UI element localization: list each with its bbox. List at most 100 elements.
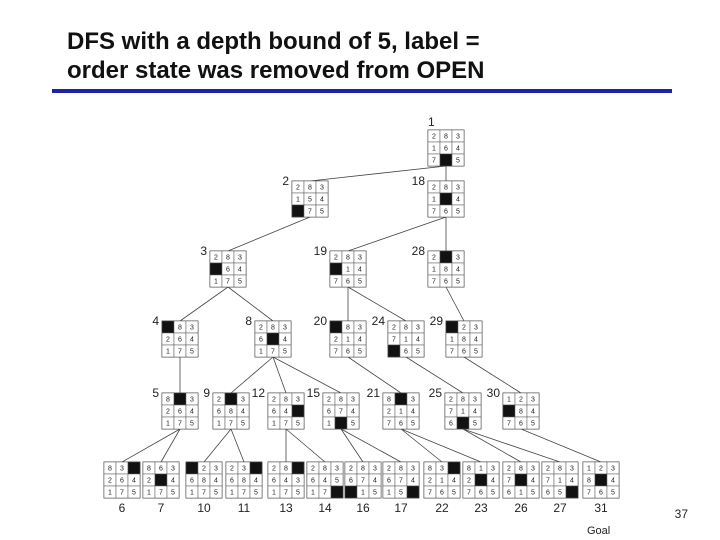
tile-number: 7 xyxy=(387,421,391,428)
tile-number: 5 xyxy=(190,349,194,356)
tile-number: 3 xyxy=(416,325,420,332)
tile-number: 7 xyxy=(308,209,312,216)
blank-tile xyxy=(445,320,459,334)
tile-number: 1 xyxy=(361,490,365,497)
node-order-label: 12 xyxy=(252,386,266,400)
tile-number: 8 xyxy=(519,409,523,416)
tile-number: 6 xyxy=(272,409,276,416)
tile-number: 8 xyxy=(444,185,448,192)
tile-number: 7 xyxy=(284,421,288,428)
tile-number: 8 xyxy=(387,397,391,404)
tile-number: 8 xyxy=(361,466,365,473)
blank-tile xyxy=(291,204,305,218)
tile-number: 8 xyxy=(202,478,206,485)
tile-number: 1 xyxy=(190,490,194,497)
tile-number: 3 xyxy=(456,185,460,192)
tile xyxy=(469,344,483,358)
tile-number: 5 xyxy=(358,279,362,286)
tree-edge xyxy=(445,286,465,322)
tile-number: 7 xyxy=(507,421,511,428)
tile-number: 7 xyxy=(159,490,163,497)
tile-number: 2 xyxy=(428,478,432,485)
tile xyxy=(526,485,540,499)
tile xyxy=(346,416,360,430)
tile-number: 2 xyxy=(432,255,436,262)
tree-edge xyxy=(463,356,522,394)
tile-number: 2 xyxy=(296,185,300,192)
tile-number: 7 xyxy=(120,490,124,497)
tile-number: 4 xyxy=(351,409,355,416)
tile-number: 5 xyxy=(296,490,300,497)
blank-tile xyxy=(291,461,305,475)
node-order-label: 4 xyxy=(152,314,159,328)
title-line-2: order state was removed from OPEN xyxy=(67,57,485,84)
tile-number: 5 xyxy=(214,490,218,497)
tile-number: 1 xyxy=(432,267,436,274)
blank-tile xyxy=(161,320,175,334)
tile-number: 2 xyxy=(387,409,391,416)
blank-tile xyxy=(447,461,461,475)
tile xyxy=(451,274,465,288)
tile-number: 2 xyxy=(334,255,338,262)
slide-title: DFS with a depth bound of 5, label = ord… xyxy=(67,27,484,85)
tile-number: 3 xyxy=(373,466,377,473)
tile-number: 7 xyxy=(392,337,396,344)
tree-edge xyxy=(160,428,181,463)
tile-number: 2 xyxy=(392,325,396,332)
node-order-label: 31 xyxy=(594,501,608,515)
tile-number: 1 xyxy=(432,146,436,153)
tile xyxy=(486,485,500,499)
tile xyxy=(353,344,367,358)
tile-number: 3 xyxy=(296,397,300,404)
tile-number: 2 xyxy=(230,466,234,473)
tile-number: 3 xyxy=(531,466,535,473)
node-order-label: 11 xyxy=(238,501,251,515)
tree-edge xyxy=(400,428,482,463)
tree-edge xyxy=(227,216,311,252)
tile-number: 2 xyxy=(462,325,466,332)
tile-number: 6 xyxy=(444,209,448,216)
tile xyxy=(249,485,263,499)
tile-number: 7 xyxy=(271,349,275,356)
tile-number: 7 xyxy=(323,490,327,497)
tile-number: 2 xyxy=(202,466,206,473)
tile-number: 7 xyxy=(226,279,230,286)
blank-tile xyxy=(565,485,579,499)
tile-number: 6 xyxy=(507,490,511,497)
tile-number: 8 xyxy=(444,267,448,274)
node-order-label: 24 xyxy=(372,314,386,328)
tile-number: 4 xyxy=(531,478,535,485)
node-order-label: 1 xyxy=(428,115,435,129)
tile-number: 3 xyxy=(440,466,444,473)
tile-number: 2 xyxy=(334,337,338,344)
blank-tile xyxy=(173,392,187,406)
tile-number: 6 xyxy=(259,337,263,344)
tile xyxy=(353,274,367,288)
tile-number: 6 xyxy=(444,279,448,286)
tree-edge xyxy=(227,286,274,322)
tile-number: 2 xyxy=(217,397,221,404)
tile-number: 8 xyxy=(558,466,562,473)
tile-number: 6 xyxy=(599,490,603,497)
tile-number: 6 xyxy=(226,267,230,274)
tile-number: 8 xyxy=(178,325,182,332)
tile-number: 3 xyxy=(214,466,218,473)
tile-number: 5 xyxy=(611,490,615,497)
tile-number: 6 xyxy=(190,478,194,485)
tile-number: 5 xyxy=(411,421,415,428)
tile-number: 7 xyxy=(587,490,591,497)
tile-number: 3 xyxy=(351,397,355,404)
tile-number: 8 xyxy=(166,397,170,404)
tile-number: 6 xyxy=(230,478,234,485)
tile-number: 3 xyxy=(473,397,477,404)
tile-number: 6 xyxy=(449,421,453,428)
tile xyxy=(526,416,540,430)
tile-number: 8 xyxy=(462,337,466,344)
